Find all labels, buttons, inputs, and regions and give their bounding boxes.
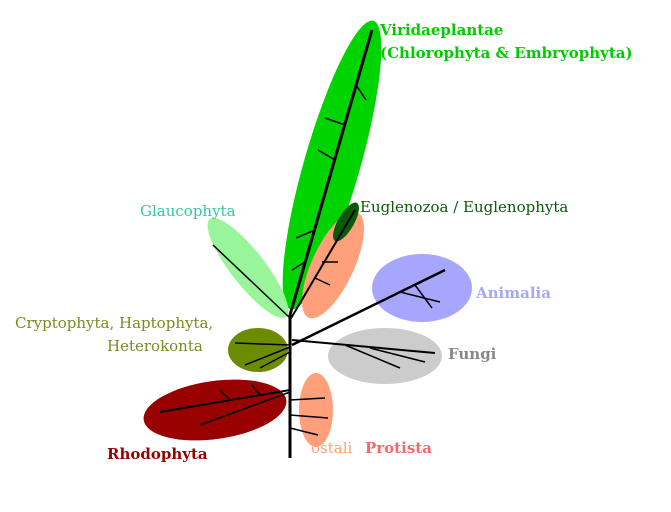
crypto-ellipse [228,328,288,372]
viridaeplantae-sublabel: (Chlorophyta & Embryophyta) [380,44,633,62]
euglenozoa-label: Euglenozoa / Euglenophyta [360,198,568,216]
ostali-label: ostali [311,439,352,457]
crypto-label-line2: Heterokonta [107,337,203,355]
crypto-label-line1: Cryptophyta, Haptophyta, [15,314,213,332]
rhodophyta-ellipse [143,379,287,441]
viridaeplantae-label: Viridaeplantae [379,21,503,39]
protista-lower-leaf [299,373,333,447]
protista-label: Protista [365,439,432,457]
animalia-label: Animalia [475,284,551,302]
branches [159,29,446,458]
rhodophyta-label: Rhodophyta [107,445,208,463]
protista-upper-leaf [301,211,365,319]
fungi-label: Fungi [448,345,497,363]
glaucophyta-label: Glaucophyta [140,202,236,220]
glaucophyta-leaf [207,218,289,318]
animalia-ellipse [372,254,472,322]
fungi-ellipse [328,328,442,384]
